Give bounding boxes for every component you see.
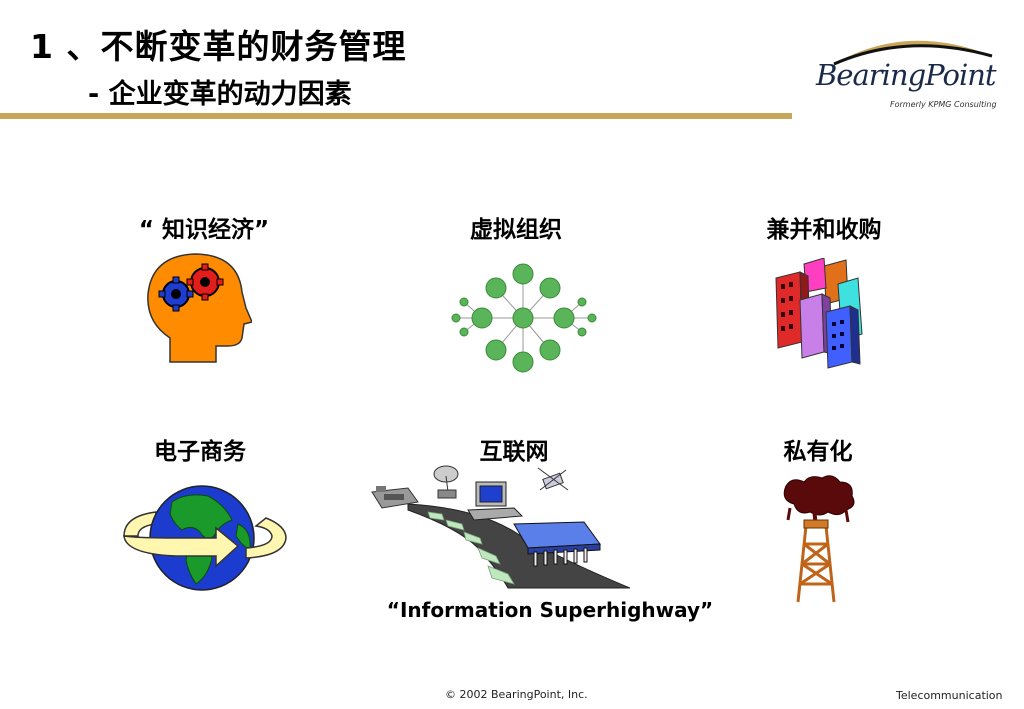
buildings-icon bbox=[775, 258, 863, 369]
slide-subtitle: - 企业变革的动力因素 bbox=[88, 79, 352, 110]
slide-title: 1 、不断变革的财务管理 bbox=[30, 27, 407, 66]
label-privatization: 私有化 bbox=[783, 439, 853, 465]
oil-derrick-icon bbox=[783, 475, 855, 603]
label-internet: 互联网 bbox=[479, 439, 549, 465]
network-nodes-icon bbox=[451, 263, 597, 373]
bearingpoint-logo: BearingPoint Formerly KPMG Consulting bbox=[812, 28, 1002, 118]
label-mergers-acquisitions: 兼并和收购 bbox=[766, 217, 882, 243]
globe-arrow-icon bbox=[123, 485, 287, 591]
title-divider bbox=[0, 113, 792, 119]
logo-wordmark: BearingPoint bbox=[816, 58, 997, 92]
superhighway-icon bbox=[371, 465, 630, 589]
label-knowledge-economy: “ 知识经济” bbox=[138, 217, 270, 243]
logo-tagline: Formerly KPMG Consulting bbox=[890, 100, 997, 109]
superhighway-caption: “Information Superhighway” bbox=[386, 598, 714, 622]
head-gears-icon bbox=[147, 253, 252, 363]
label-e-commerce: 电子商务 bbox=[154, 439, 246, 465]
section-footer: Telecommunication bbox=[896, 689, 1003, 702]
label-virtual-organization: 虚拟组织 bbox=[470, 217, 562, 243]
copyright-footer: © 2002 BearingPoint, Inc. bbox=[445, 688, 588, 701]
